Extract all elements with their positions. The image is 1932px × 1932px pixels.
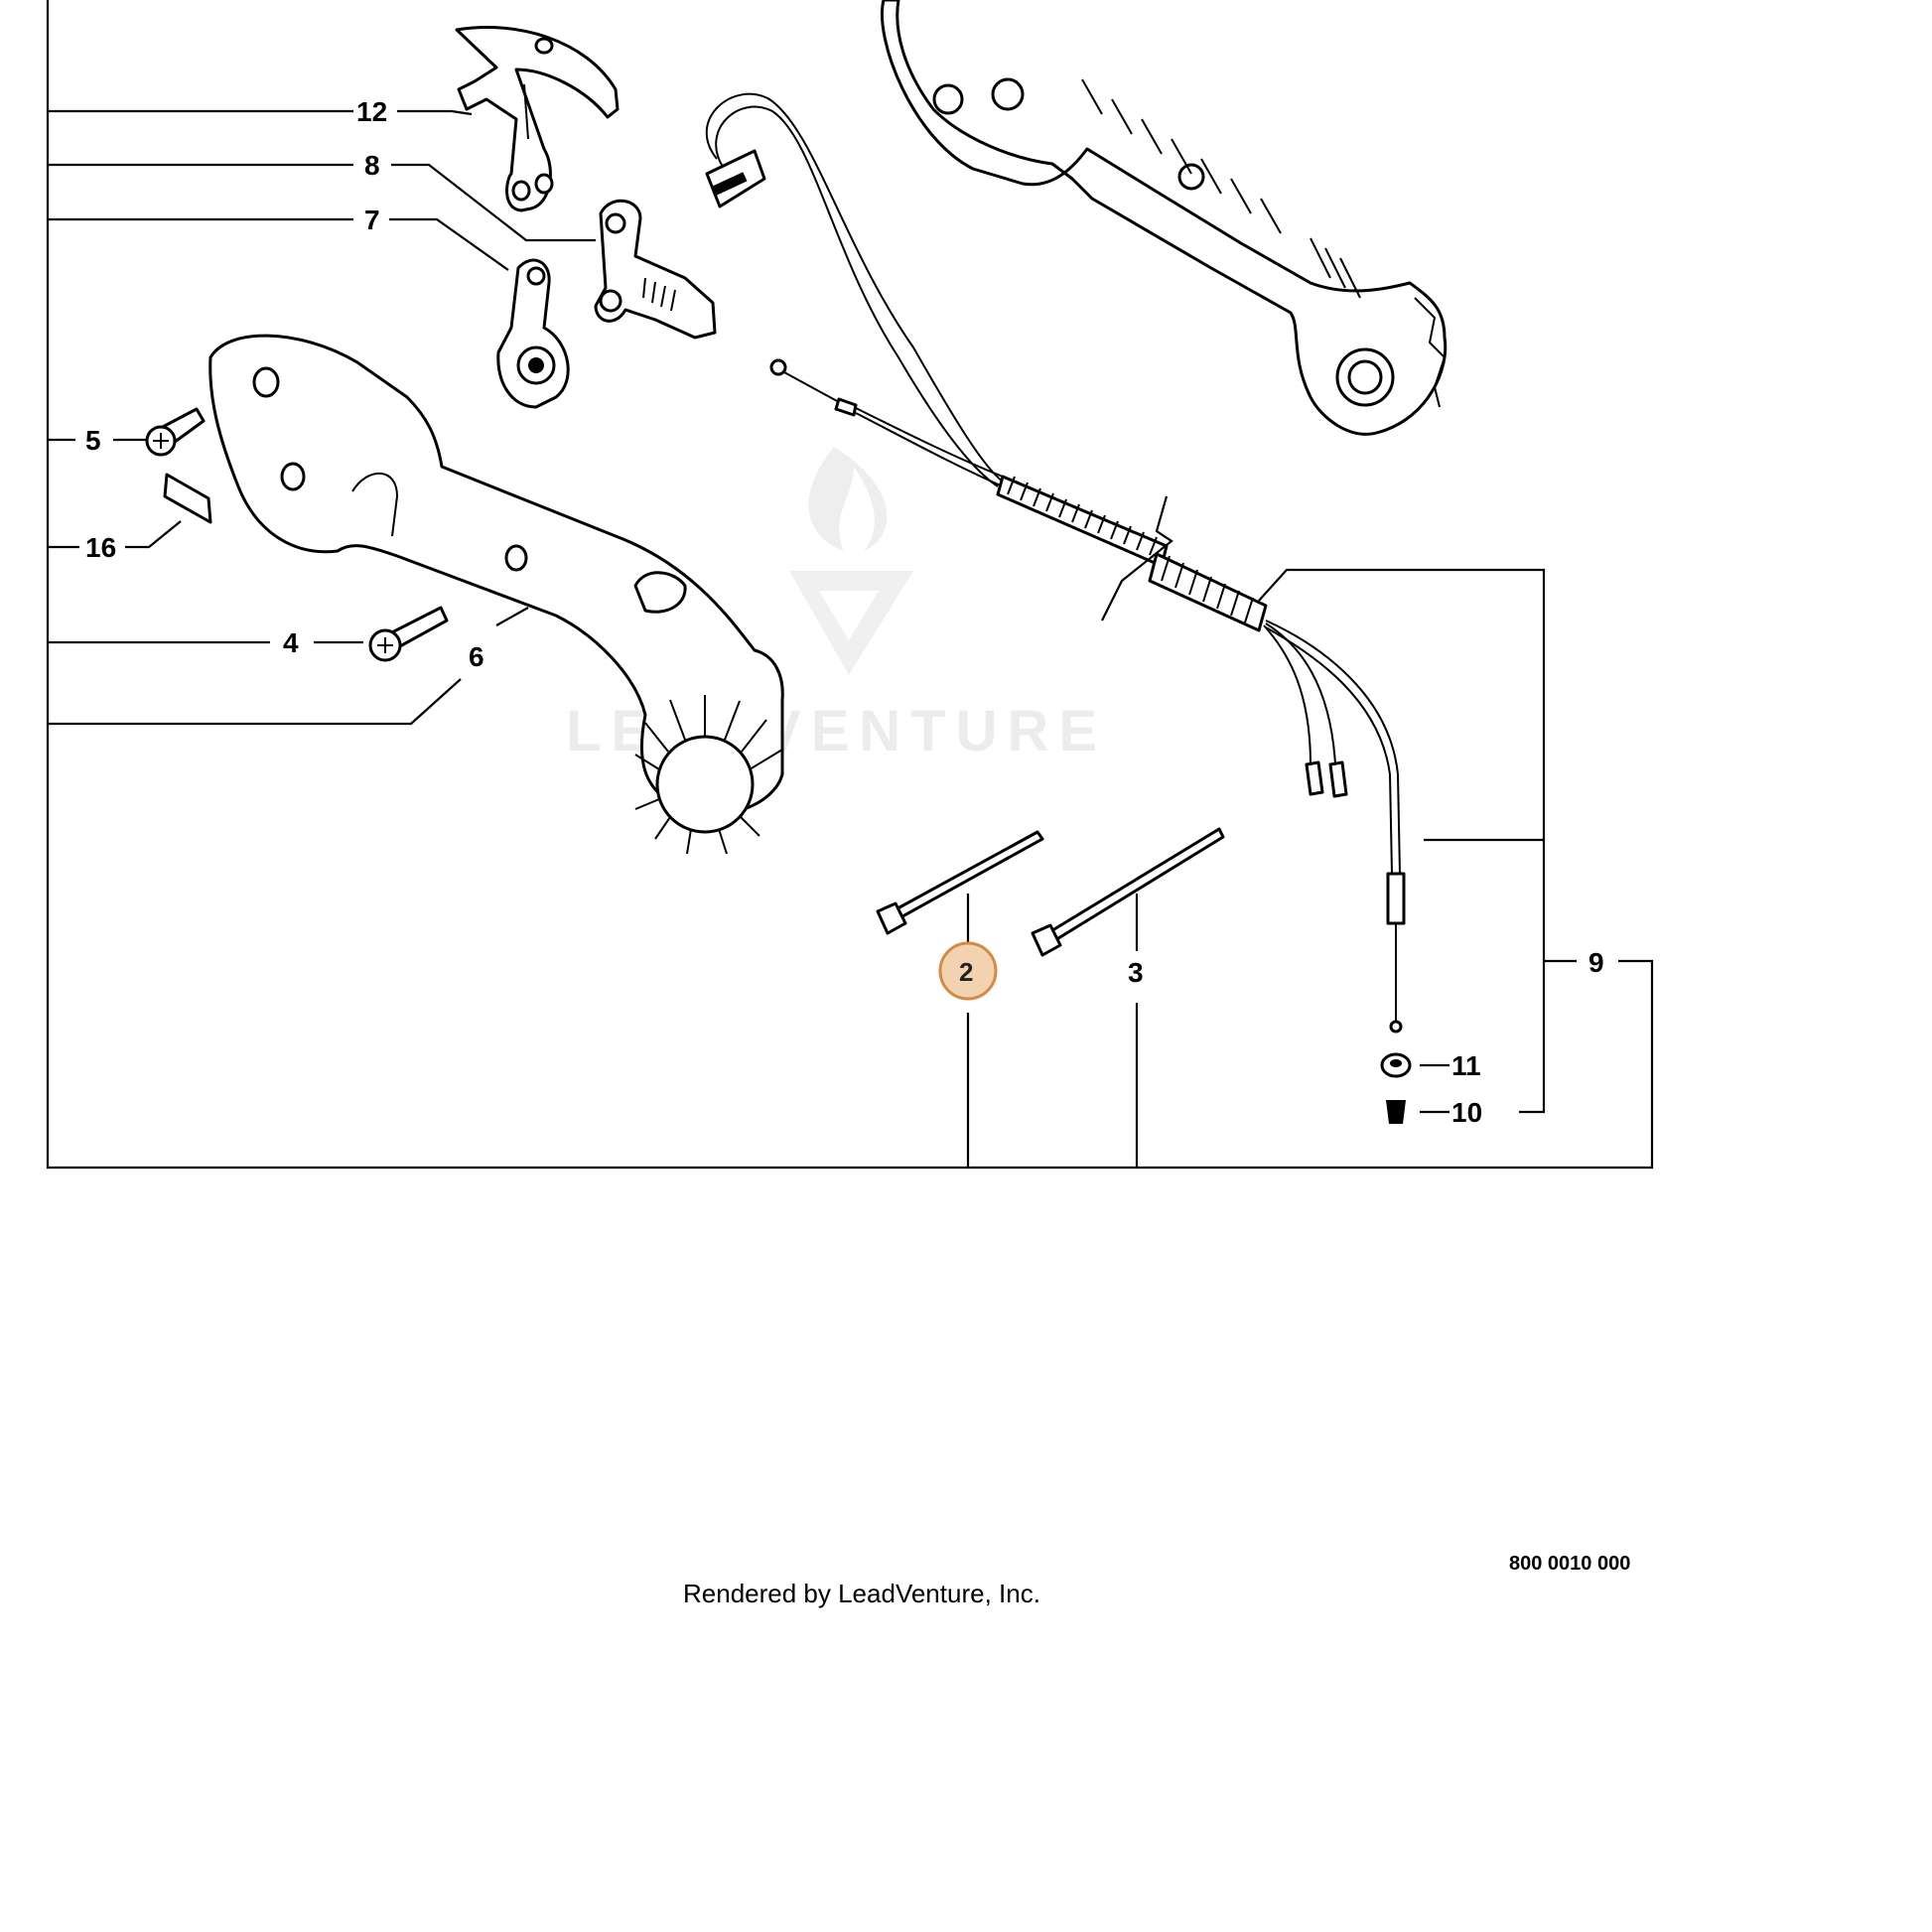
part-16-label xyxy=(163,473,212,524)
callout-7: 7 xyxy=(364,205,380,235)
callout-12: 12 xyxy=(356,96,387,127)
part-12-lever xyxy=(455,26,620,212)
part-4-screw xyxy=(368,606,449,662)
callout-labels: 12 8 7 5 16 4 6 9 3 11 10 xyxy=(85,96,1604,1128)
callout-16: 16 xyxy=(85,532,116,563)
part-10-ferrule xyxy=(1386,1100,1406,1124)
callout-2-highlight[interactable]: 2 xyxy=(938,941,998,1001)
highlight-circle xyxy=(938,941,998,1001)
right-handle-half xyxy=(881,0,1448,436)
switch-part xyxy=(705,92,1004,487)
callout-11: 11 xyxy=(1451,1050,1481,1081)
part-5-screw xyxy=(145,407,206,457)
callout-3: 3 xyxy=(1128,957,1144,988)
part-3-cable-tie xyxy=(1031,827,1225,957)
callout-10: 10 xyxy=(1451,1097,1482,1128)
leader-lines xyxy=(113,109,1577,1114)
callout-6: 6 xyxy=(469,641,484,672)
callout-5: 5 xyxy=(85,425,101,456)
rendered-by-footer: Rendered by LeadVenture, Inc. xyxy=(683,1579,1040,1608)
bracket-frame xyxy=(46,0,1654,1170)
part-8-trigger xyxy=(594,199,717,340)
callout-8: 8 xyxy=(364,150,380,181)
diagram-code: 800 0010 000 xyxy=(1509,1553,1630,1575)
callout-2: 2 xyxy=(959,957,973,987)
part-7-throttle xyxy=(496,258,570,409)
callout-9: 9 xyxy=(1588,947,1604,978)
part-6-left-handle xyxy=(208,334,784,855)
part-9-cable xyxy=(769,358,1406,1034)
part-2-cable-tie xyxy=(876,830,1044,935)
part-11-nut xyxy=(1380,1052,1412,1078)
callout-4: 4 xyxy=(283,627,299,658)
